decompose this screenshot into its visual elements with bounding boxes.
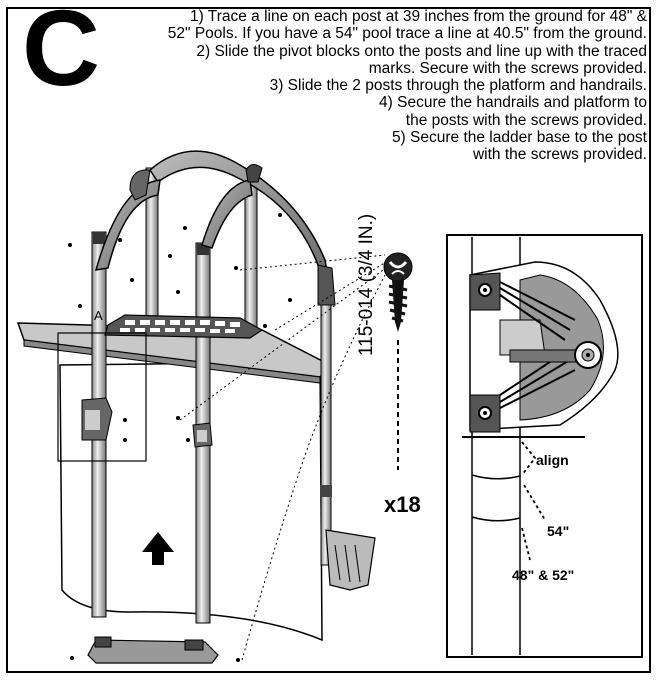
screw-hole-markers: [68, 213, 292, 662]
instruction-line: marks. Secure with the screws provided.: [368, 59, 647, 77]
instruction-line: 5) Secure the ladder base to the post: [391, 129, 647, 147]
instruction-line: 1) Trace a line on each post at 39 inche…: [190, 8, 647, 25]
pivot-blocks: [81, 397, 213, 448]
instruction-line: the posts with the screws provided.: [405, 111, 647, 129]
screw-icon: [383, 252, 413, 332]
screw-part-number: 115-014 (3/4 IN.): [356, 213, 377, 356]
label-54: 54": [547, 523, 570, 539]
callout-letter: A: [94, 308, 103, 323]
instruction-line: 52" Pools. If you have a 54" pool trace …: [167, 25, 647, 43]
instruction-line: 3) Slide the 2 posts through the platfor…: [269, 77, 647, 95]
handrails: [94, 150, 336, 306]
step-letter: C: [22, 0, 100, 108]
detail-inset: [446, 234, 643, 658]
platform: [104, 314, 264, 339]
screw-quantity: x18: [384, 492, 421, 517]
callout-box: [57, 332, 147, 462]
instruction-line: 2) Slide the pivot blocks onto the posts…: [196, 42, 647, 60]
instruction-line: with the screws provided.: [472, 146, 647, 164]
outside-post-and-step: [320, 304, 376, 591]
instructions-block: 1) Trace a line on each post at 39 inche…: [87, 8, 647, 164]
ladder-base: [87, 636, 219, 664]
align-label: align: [536, 452, 569, 468]
pool-wall: [16, 322, 332, 642]
instruction-line: 4) Secure the handrails and platform to: [379, 94, 647, 112]
dashed-leaders: [179, 254, 387, 661]
up-arrow-icon: [142, 532, 174, 565]
label-48-52: 48" & 52": [512, 567, 575, 583]
